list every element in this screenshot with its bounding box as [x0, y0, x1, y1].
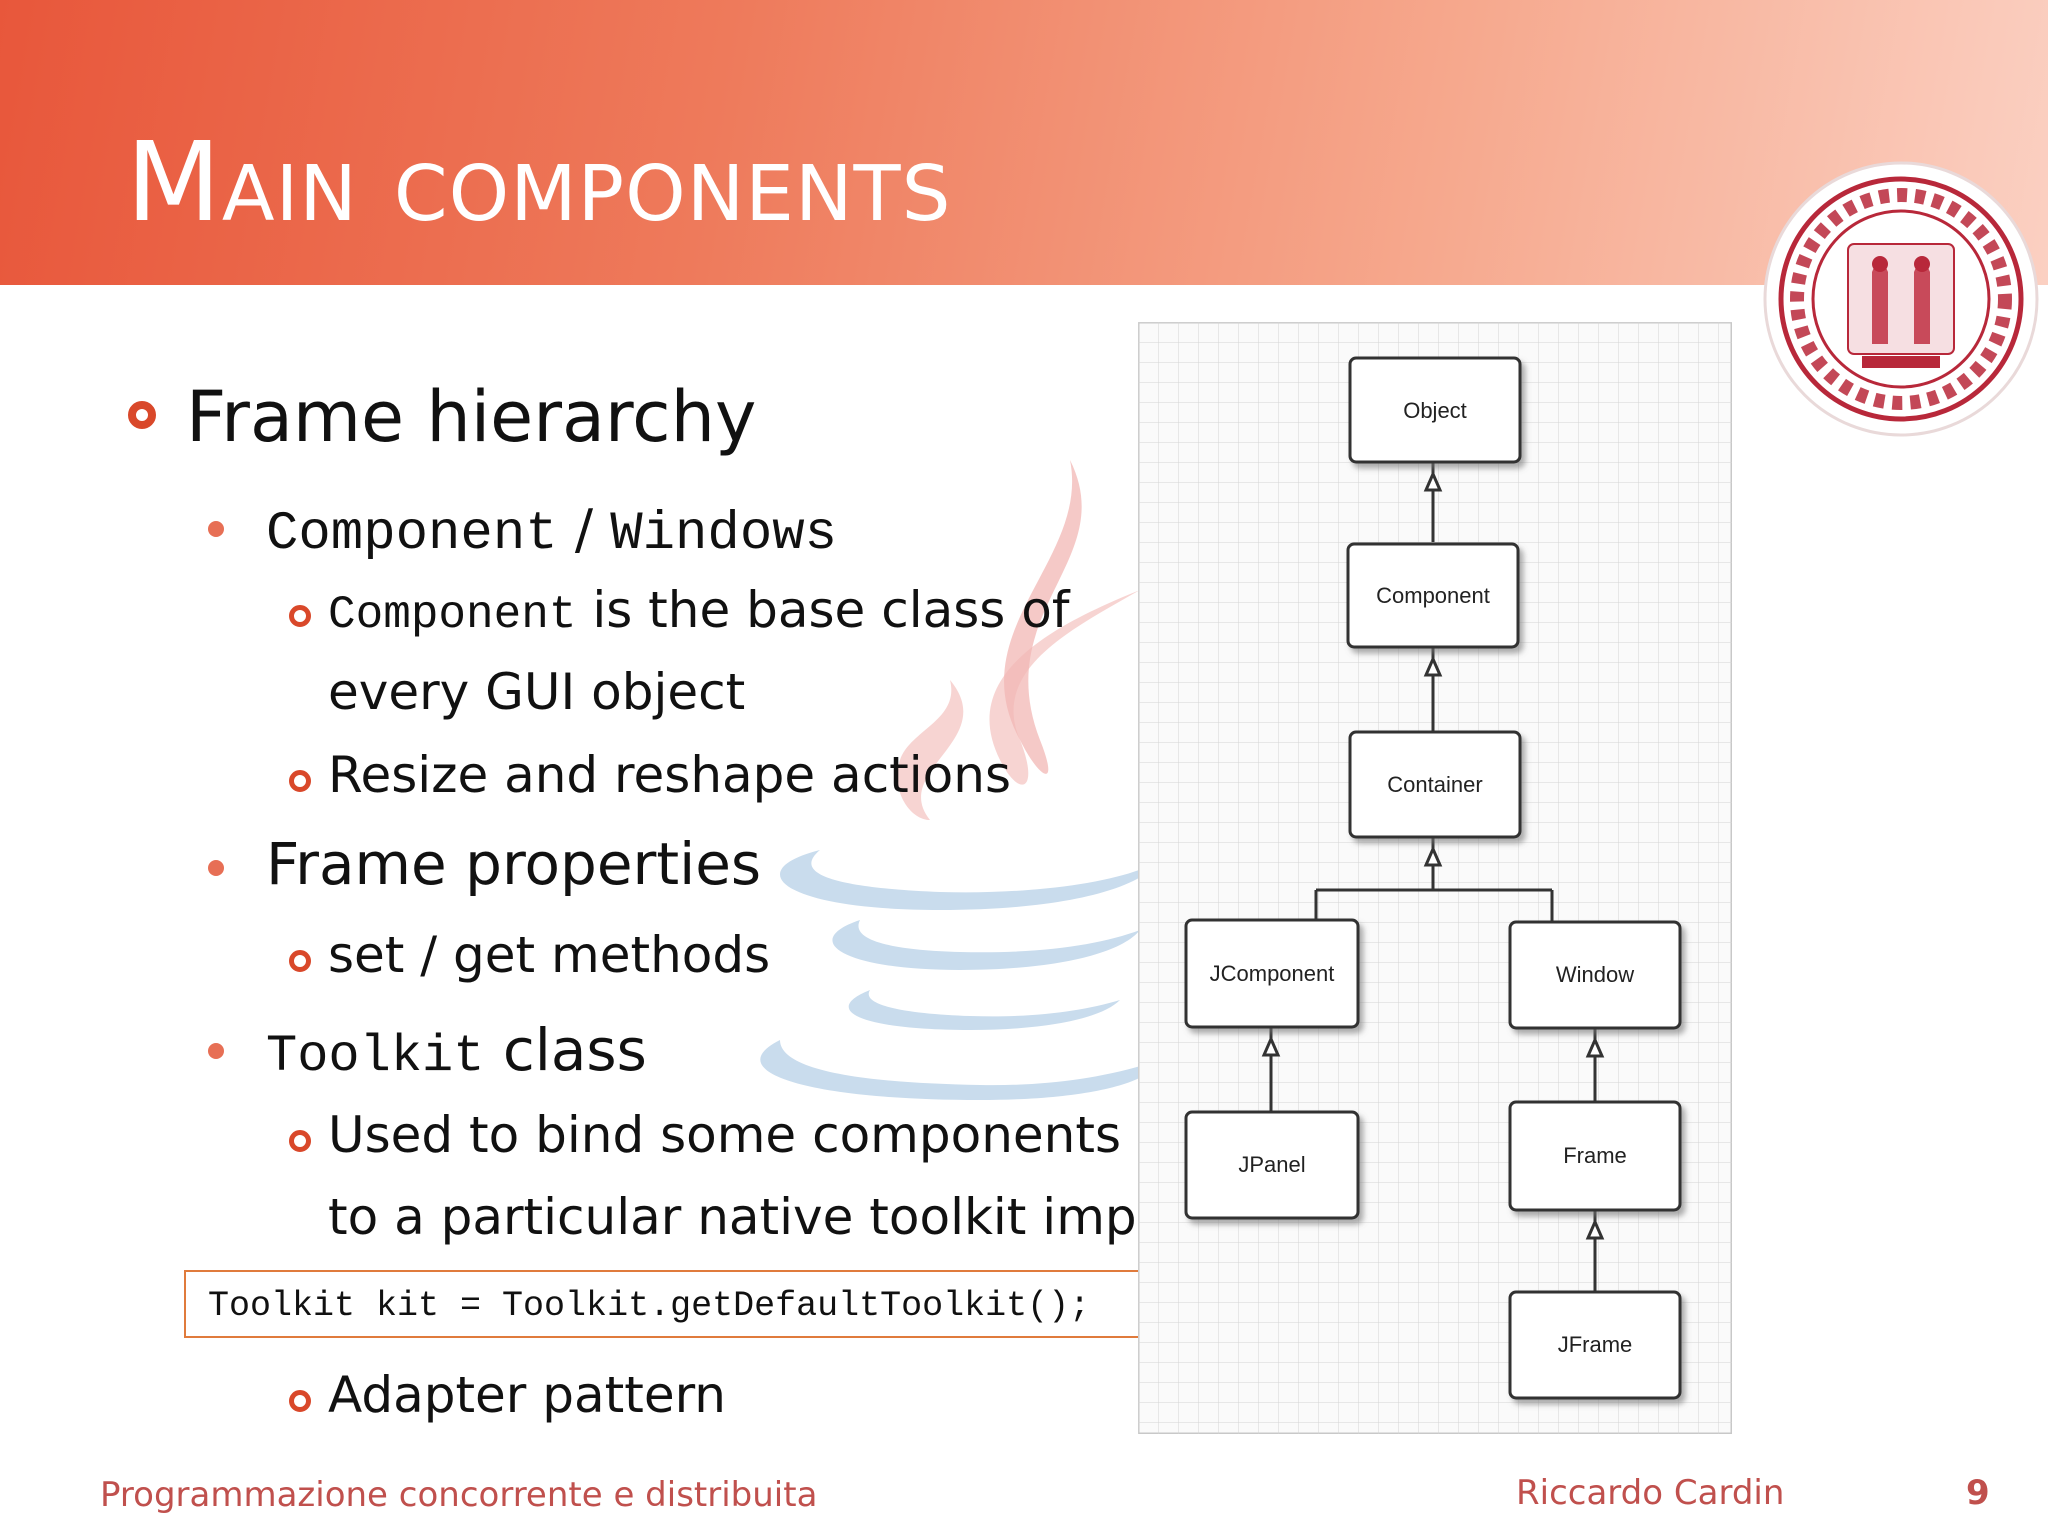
box-jpanel	[1184, 1110, 1360, 1220]
page-number: 9	[1966, 1473, 1990, 1513]
bullet-dot-icon	[208, 860, 224, 876]
sub-bullet-gui-object: every GUI object	[328, 663, 746, 721]
sub-bullet-used-bind: Used to bind some components	[328, 1106, 1121, 1164]
label-window: Window	[1556, 962, 1634, 987]
code-toolkit: Toolkit	[266, 1027, 485, 1086]
label-jcomponent: JComponent	[1210, 961, 1335, 986]
footer-course: Programmazione concorrente e distribuita	[100, 1475, 818, 1515]
bullet-frame-hierarchy: Frame hierarchy	[186, 376, 757, 458]
footer-author: Riccardo Cardin	[1516, 1473, 1785, 1513]
sub-bullet-native-toolkit: to a particular native toolkit impl.	[328, 1188, 1167, 1246]
code-snippet-box: Toolkit kit = Toolkit.getDefaultToolkit(…	[184, 1270, 1266, 1338]
label-jframe: JFrame	[1558, 1332, 1633, 1357]
sub-bullet-marker-icon	[289, 1390, 311, 1412]
sub-bullet-adapter: Adapter pattern	[328, 1366, 726, 1424]
code-component: Component	[266, 504, 558, 565]
bullet-frame-properties: Frame properties	[266, 830, 762, 898]
code-windows: Windows	[610, 504, 838, 565]
box-container	[1348, 730, 1522, 839]
label-object: Object	[1403, 398, 1467, 423]
sub-bullet-set-get: set / get methods	[328, 926, 771, 984]
bullet-dot-icon	[208, 521, 224, 537]
class-text: class	[484, 1016, 647, 1084]
box-jcomponent	[1184, 918, 1360, 1029]
box-component	[1346, 542, 1520, 649]
sub-bullet-marker-icon	[289, 770, 311, 792]
title-bar	[0, 0, 2048, 285]
sub-bullet-resize: Resize and reshape actions	[328, 746, 1012, 804]
sub-bullet-marker-icon	[289, 950, 311, 972]
bullet-toolkit-class: Toolkit class	[266, 1016, 647, 1086]
bullet-dot-icon	[208, 1043, 224, 1059]
bullet-component-windows: Component / Windows	[266, 498, 837, 565]
bullet-marker-icon	[128, 401, 156, 429]
label-component: Component	[1376, 583, 1490, 608]
university-seal-logo	[1763, 161, 2039, 437]
label-container: Container	[1387, 772, 1482, 797]
box-jframe	[1508, 1290, 1682, 1400]
box-window	[1508, 920, 1682, 1030]
slide-title: Main components	[126, 118, 952, 246]
java-logo-watermark	[760, 460, 1160, 1100]
slash-text: /	[574, 498, 594, 561]
sub-bullet-marker-icon	[289, 605, 311, 627]
sub-bullet-component-base: Component is the base class of	[328, 581, 1069, 641]
code-snippet-text: Toolkit kit = Toolkit.getDefaultToolkit(…	[208, 1286, 1091, 1326]
box-object	[1348, 356, 1522, 464]
code-component-inline: Component	[328, 589, 577, 641]
base-class-text: is the base class of	[576, 581, 1070, 639]
sub-bullet-marker-icon	[289, 1130, 311, 1152]
label-jpanel: JPanel	[1238, 1152, 1305, 1177]
class-hierarchy-diagram: Object Component Container JComponent Wi…	[1138, 322, 1732, 1434]
label-frame: Frame	[1563, 1143, 1627, 1168]
box-frame	[1508, 1100, 1682, 1212]
